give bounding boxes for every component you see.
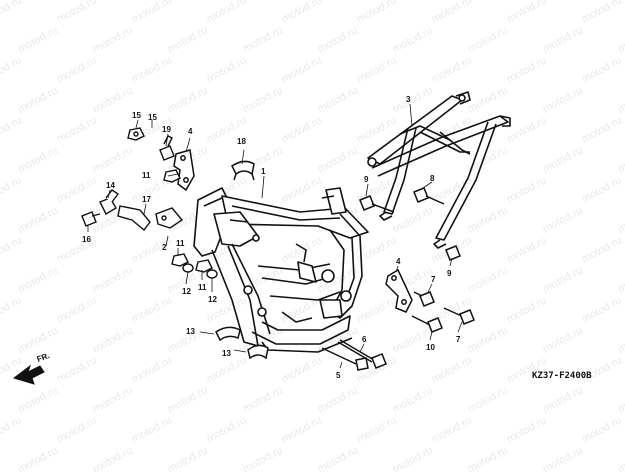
front-direction-arrow: FR. (12, 351, 51, 385)
direction-label: FR. (36, 351, 51, 364)
callout-3: 3 (406, 95, 411, 104)
callout-14: 14 (106, 181, 115, 190)
engine-hanger-plate-upper (173, 149, 195, 192)
hose-guide (117, 205, 184, 232)
callout-4a: 4 (188, 127, 193, 136)
callout-18: 18 (237, 137, 246, 146)
callout-6: 6 (362, 335, 367, 344)
callout-8: 8 (430, 174, 435, 183)
cable-clamp (231, 160, 255, 181)
callout-numbers: 1 2 3 4 4 5 6 7 7 8 9 9 10 11 11 11 12 1… (82, 95, 461, 380)
band-clips (215, 326, 269, 360)
callout-7a: 7 (431, 275, 436, 284)
callout-7b: 7 (456, 335, 461, 344)
callout-10: 10 (426, 343, 435, 352)
nut-15 (127, 127, 145, 141)
callout-15a: 15 (132, 111, 141, 120)
small-clip (81, 211, 101, 227)
leader-lines (87, 103, 463, 369)
sub-frame (367, 91, 511, 249)
bolt-19 (159, 135, 175, 161)
callout-17: 17 (142, 195, 151, 204)
callout-13b: 13 (222, 349, 231, 358)
callout-16: 16 (82, 235, 91, 244)
arrow-icon (12, 364, 45, 385)
callout-9b: 9 (447, 269, 452, 278)
engine-hanger-plate-lower (385, 268, 413, 313)
washers-12 (182, 263, 218, 279)
callout-15b: 15 (148, 113, 157, 122)
diagram-code: KZ37-F2400B (532, 371, 592, 381)
callout-2: 2 (162, 243, 167, 252)
callout-9a: 9 (364, 175, 369, 184)
nuts-11 (163, 169, 213, 273)
callout-12b: 12 (208, 295, 217, 304)
callout-4b: 4 (396, 257, 401, 266)
callout-13a: 13 (186, 327, 195, 336)
callout-19: 19 (162, 125, 171, 134)
main-frame (193, 187, 369, 353)
callout-11c: 11 (198, 283, 207, 292)
bolts (321, 187, 475, 371)
callout-1: 1 (261, 167, 266, 176)
callout-11a: 11 (142, 171, 151, 180)
callout-12a: 12 (182, 287, 191, 296)
callout-11b: 11 (176, 239, 185, 248)
callout-5: 5 (336, 371, 341, 380)
